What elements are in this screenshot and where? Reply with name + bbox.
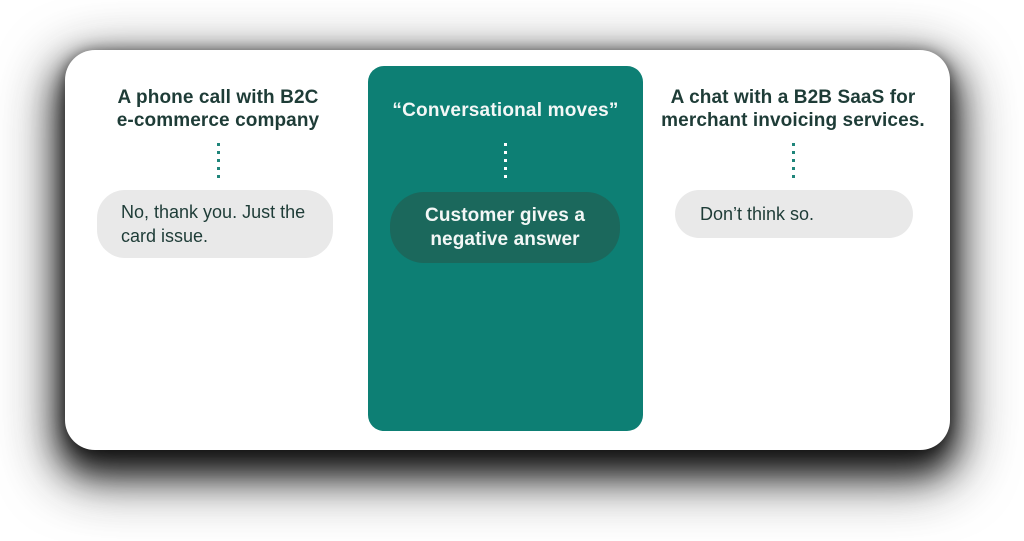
right-dotted-connector bbox=[792, 143, 795, 183]
negative-answer-pill: Customer gives a negative answer bbox=[390, 192, 620, 263]
right-heading-line-2: merchant invoicing services. bbox=[661, 110, 925, 131]
right-chat-bubble-text: Don’t think so. bbox=[700, 204, 815, 224]
right-heading-line-1: A chat with a B2B SaaS for bbox=[670, 87, 916, 108]
left-heading-line-1: A phone call with B2C bbox=[117, 87, 319, 108]
right-chat-bubble: Don’t think so. bbox=[675, 190, 913, 238]
left-chat-bubble: No, thank you. Just the card issue. bbox=[97, 190, 333, 258]
left-heading-line-2: e-commerce company bbox=[116, 110, 320, 131]
left-column-heading: A phone call with B2C e-commerce company bbox=[68, 86, 368, 132]
pill-line-1: Customer gives a bbox=[425, 204, 585, 226]
right-column-heading: A chat with a B2B SaaS for merchant invo… bbox=[643, 86, 943, 132]
conversational-moves-panel: “Conversational moves” Customer gives a … bbox=[368, 66, 643, 431]
content-card: A phone call with B2C e-commerce company… bbox=[65, 50, 950, 450]
pill-line-2: negative answer bbox=[430, 228, 580, 250]
middle-dotted-connector bbox=[504, 143, 507, 183]
panel-heading: “Conversational moves” bbox=[392, 100, 619, 121]
left-dotted-connector bbox=[217, 143, 220, 183]
left-chat-bubble-text: No, thank you. Just the card issue. bbox=[121, 202, 306, 246]
